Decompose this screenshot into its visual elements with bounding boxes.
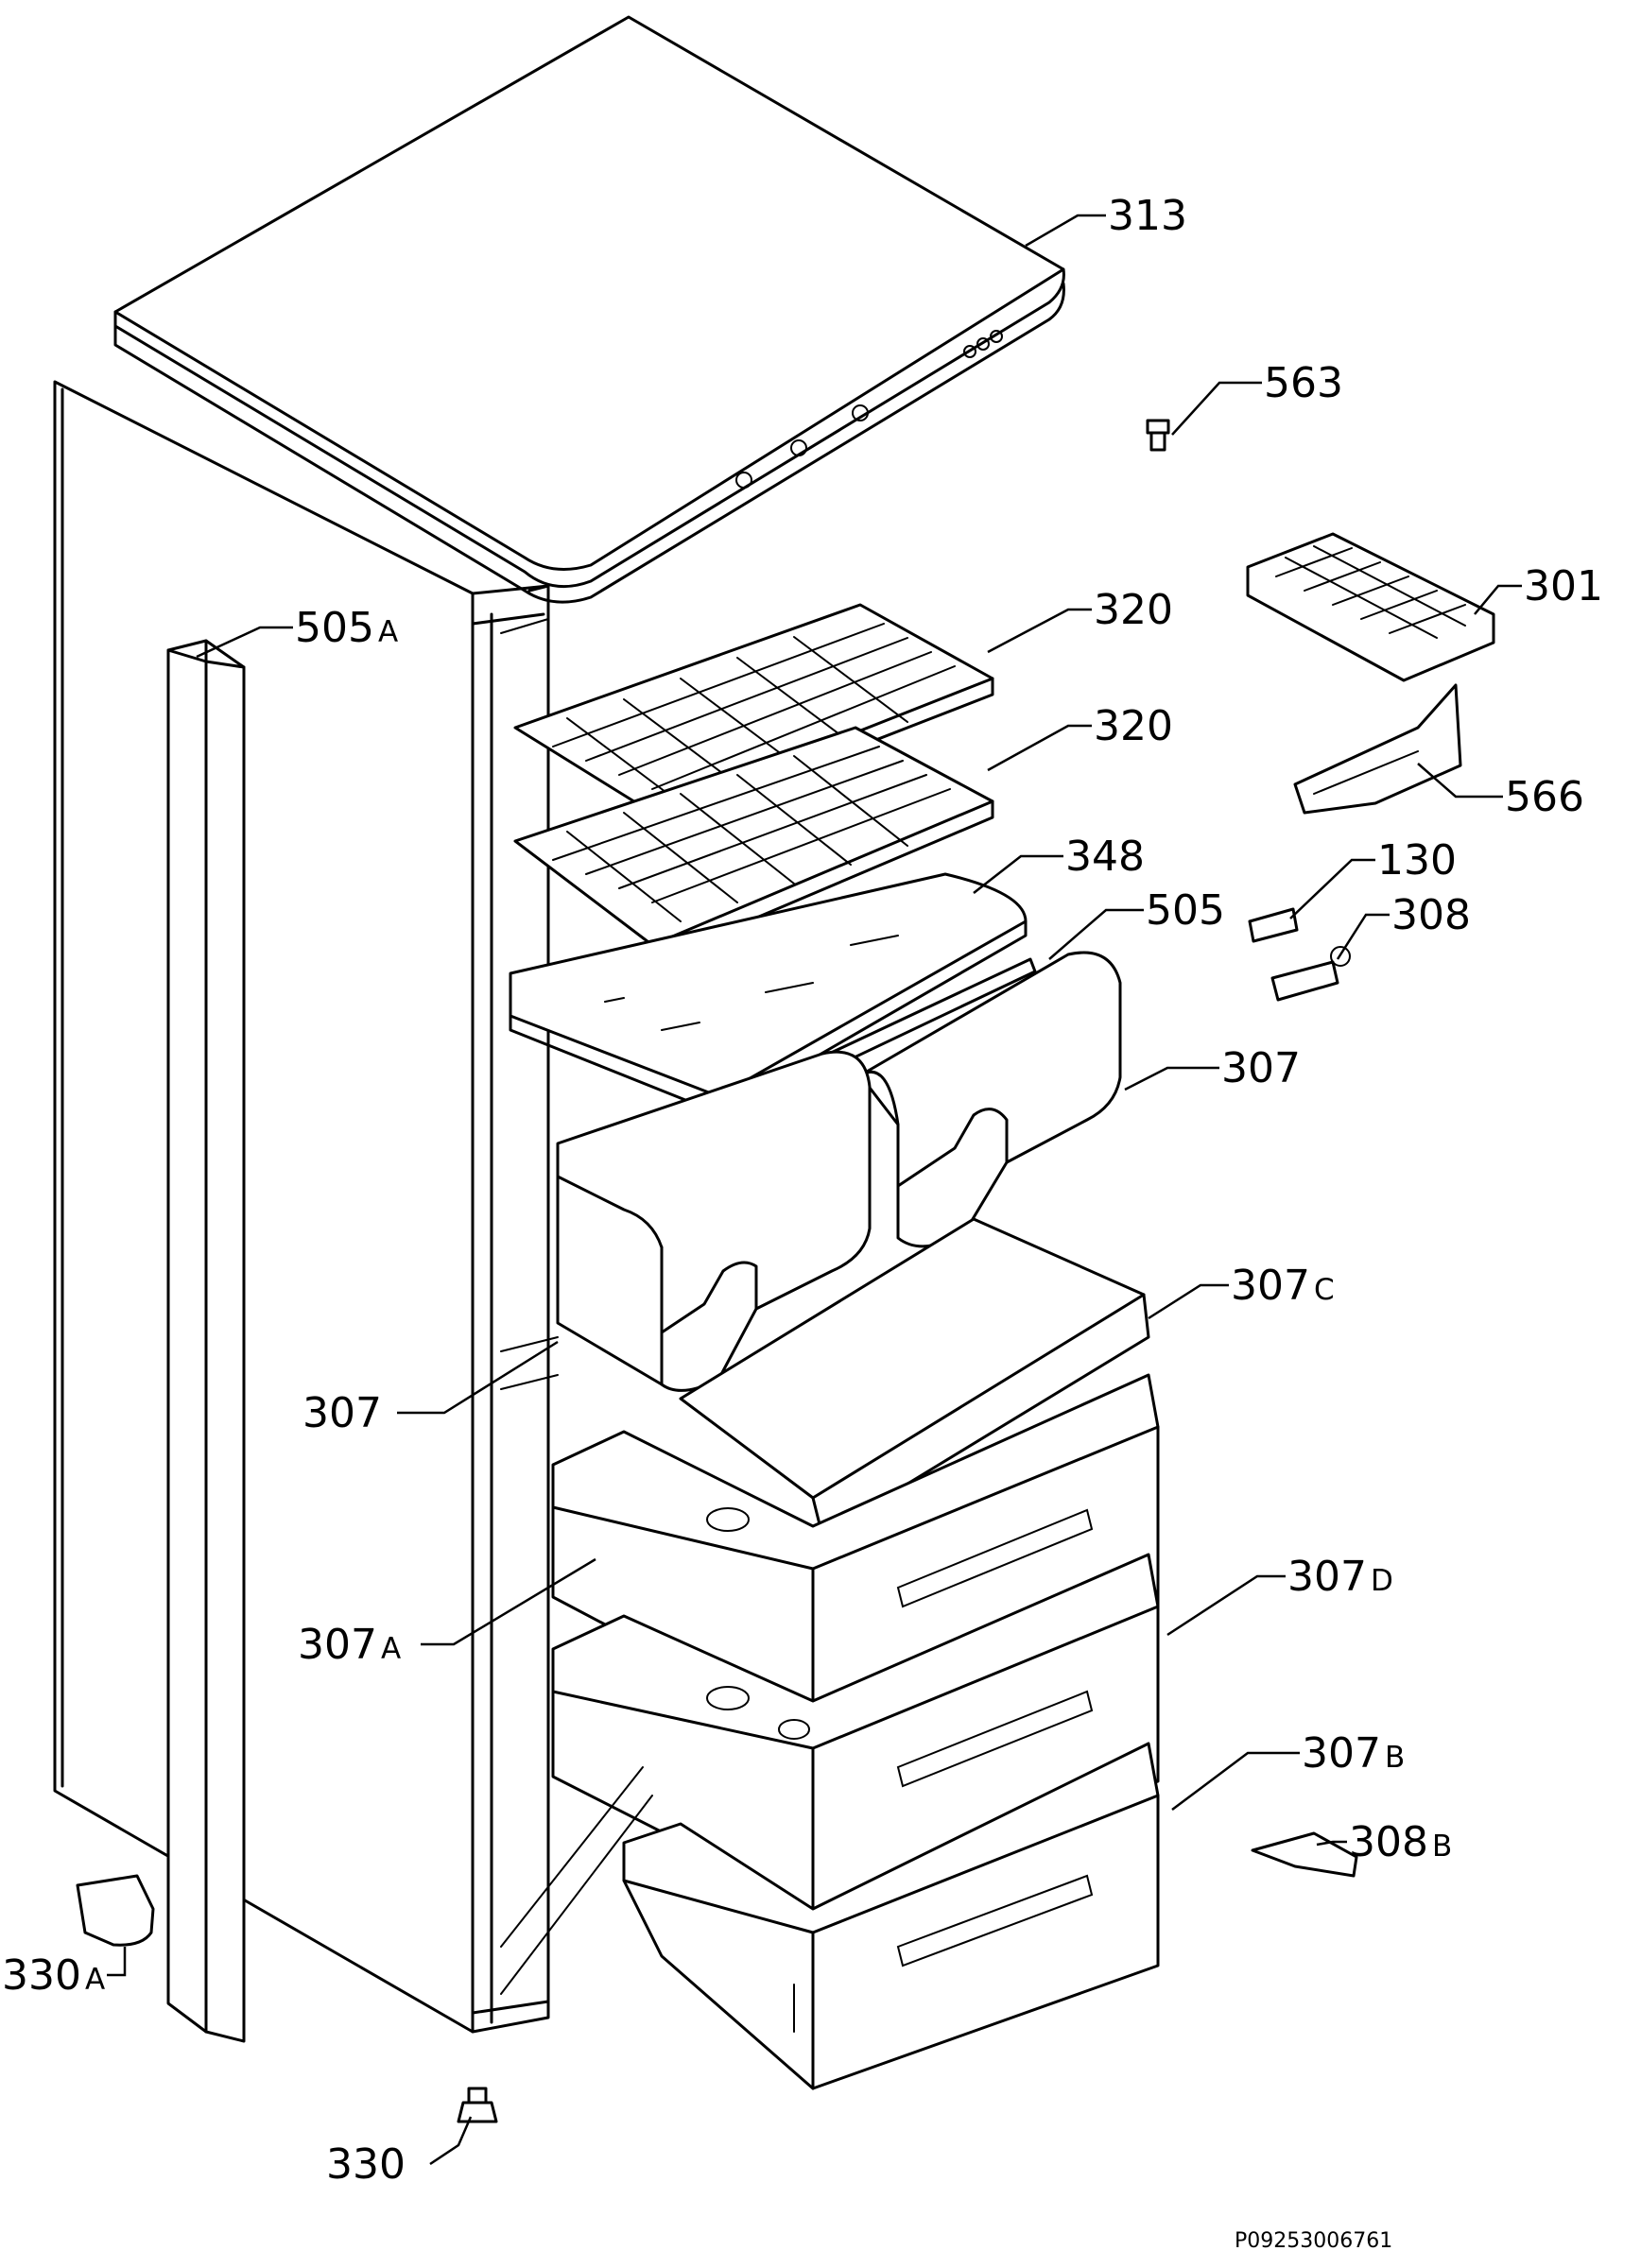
callout-307-right: 307 <box>1221 1044 1301 1092</box>
foot-cover-330a <box>76 1874 155 1947</box>
ice-cube-tray <box>1246 532 1495 682</box>
callout-505: 505 <box>1146 886 1225 935</box>
leader-lines <box>107 214 1522 2166</box>
wire-shelf-lower <box>513 726 994 964</box>
callout-348: 348 <box>1065 833 1145 881</box>
callout-307-left: 307 <box>302 1389 382 1437</box>
callout-563: 563 <box>1264 359 1343 407</box>
freezer-shelf-cover <box>679 1217 1150 1538</box>
callout-320-lower: 320 <box>1094 702 1173 750</box>
adjustable-foot-330 <box>457 2087 498 2123</box>
screw-563 <box>1146 419 1170 452</box>
callout-320-upper: 320 <box>1094 586 1173 634</box>
callout-301: 301 <box>1524 562 1603 610</box>
hinge-308 <box>1270 946 1351 1002</box>
callout-566: 566 <box>1505 773 1584 821</box>
callout-313: 313 <box>1108 192 1187 240</box>
freezer-basket-left <box>556 1050 872 1392</box>
callout-330: 330 <box>326 2140 406 2189</box>
callout-130: 130 <box>1377 836 1457 885</box>
door-seal-strip <box>166 639 246 2043</box>
top-cover <box>113 15 1065 604</box>
hinge-plate-130 <box>1248 907 1299 943</box>
freezer-drawer-bottom <box>622 1742 1160 2090</box>
drawing-code: P09253006761 <box>1235 2229 1392 2253</box>
freezer-basket-right <box>858 951 1122 1248</box>
wire-shelf-upper <box>513 603 994 829</box>
callout-308: 308 <box>1391 891 1471 939</box>
ice-tray-holder <box>1293 683 1462 815</box>
cabinet-body <box>53 380 653 2034</box>
hinge-308b <box>1251 1831 1358 1878</box>
